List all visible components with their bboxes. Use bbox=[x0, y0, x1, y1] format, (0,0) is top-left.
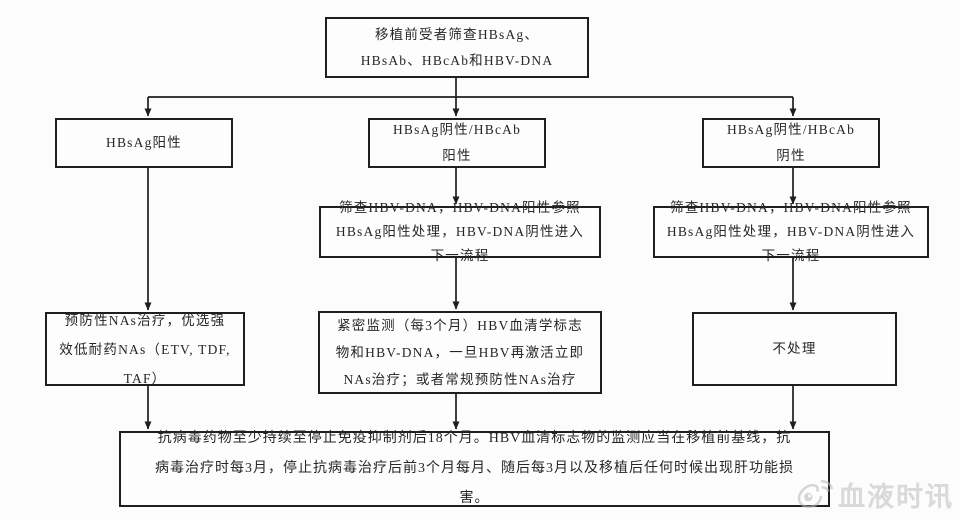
node-hbv-dna-screening-middle: 筛查HBV-DNA，HBV-DNA阳性参照HBsAg阳性处理，HBV-DNA阴性… bbox=[319, 200, 601, 263]
watermark: 血液时讯 bbox=[796, 475, 954, 514]
node-hbsag-negative-hbcab-negative: HBsAg阴性/HBcAb 阴性 bbox=[702, 118, 880, 168]
watermark-text: 血液时讯 bbox=[838, 482, 954, 512]
node-hbsag-positive: HBsAg阳性 bbox=[55, 118, 233, 168]
node-hbsag-negative-hbcab-positive: HBsAg阴性/HBcAb 阳性 bbox=[368, 118, 546, 168]
node-prophylactic-nas-therapy: 预防性NAs治疗，优选强效低耐药NAs（ETV, TDF, TAF） bbox=[45, 312, 245, 386]
node-close-monitoring: 紧密监测（每3个月）HBV血清学标志物和HBV-DNA，一旦HBV再激活立即NA… bbox=[318, 311, 602, 394]
weibo-icon bbox=[796, 479, 834, 511]
node-pre-transplant-screening: 移植前受者筛查HBsAg、HBsAb、HBcAb和HBV-DNA bbox=[325, 17, 589, 78]
node-antiviral-duration-note: 抗病毒药物至少持续至停止免疫抑制剂后18个月。HBV血清标志物的监测应当在移植前… bbox=[119, 431, 830, 507]
node-no-treatment: 不处理 bbox=[692, 312, 897, 386]
node-hbv-dna-screening-right: 筛查HBV-DNA，HBV-DNA阳性参照HBsAg阳性处理，HBV-DNA阴性… bbox=[653, 200, 929, 263]
